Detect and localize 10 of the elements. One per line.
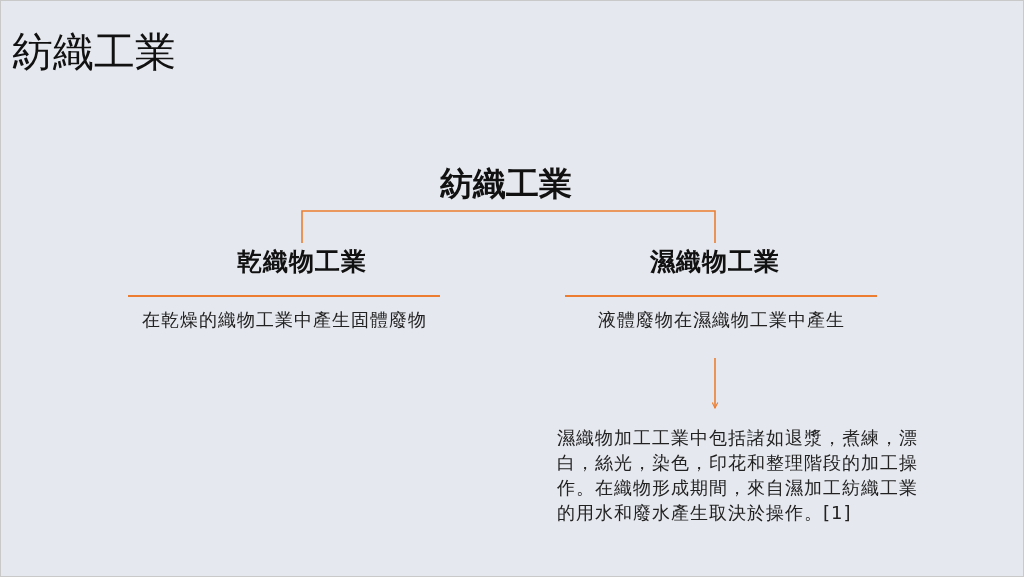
category-description: 液體廢物在濕織物工業中產生 <box>596 308 846 332</box>
slide-title: 紡織工業 <box>12 27 176 77</box>
category-heading: 乾織物工業 <box>236 247 368 277</box>
connector-line <box>505 210 716 244</box>
category-description: 在乾燥的織物工業中產生固體廢物 <box>140 308 428 332</box>
arrow <box>711 357 719 409</box>
root-heading: 紡織工業 <box>406 160 606 211</box>
category-heading: 濕織物工業 <box>649 247 781 277</box>
description-text: 濕織物加工工業中包括諸如退漿，煮練，漂白，絲光，染色，印花和整理階段的加工操作。在織物形成期間，來自濕加工紡織工業的用水和廢水產生取決於操作。[1] <box>557 408 925 525</box>
connector-line <box>301 210 507 244</box>
